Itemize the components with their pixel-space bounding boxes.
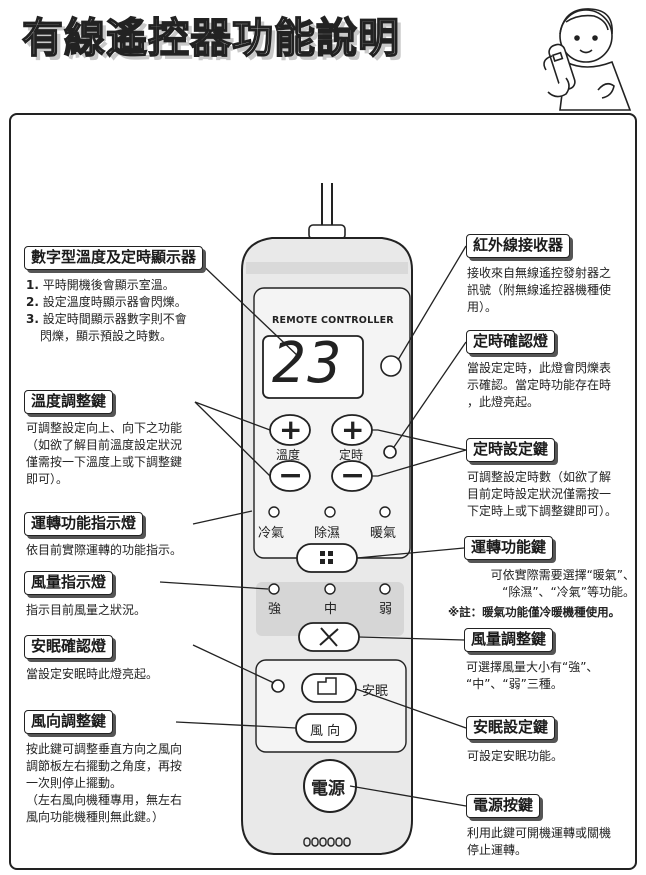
diagram-frame bbox=[9, 113, 637, 870]
fan-label-low: 弱 bbox=[379, 602, 393, 617]
callout-timer-lamp-title: 定時確認燈 bbox=[466, 330, 556, 354]
callout-ir-desc: 接收來自無線遙控發射器之 訊號（附無線遙控器機種使 用）。 bbox=[467, 266, 612, 314]
callout-swing-key-title: 風向調整鍵 bbox=[24, 710, 114, 734]
mode-label-cool: 冷氣 bbox=[258, 526, 285, 541]
fan-label-mid: 中 bbox=[324, 602, 338, 617]
temp-minus-symbol: − bbox=[278, 458, 304, 493]
lcd-digits: 23 bbox=[272, 331, 344, 396]
callout-swing-key-desc: 按此鍵可調整垂直方向之風向 調節板左右擺動之角度，再按 一次則停止擺動。 （左右… bbox=[26, 742, 183, 824]
sleep-label: 安眠 bbox=[362, 684, 389, 699]
mode-lamp-cool bbox=[268, 506, 280, 518]
callout-fan-lamp-desc: 指示目前風量之狀況。 bbox=[26, 603, 147, 617]
mascot-illustration bbox=[543, 8, 632, 111]
sleep-icon bbox=[317, 677, 337, 695]
sleep-button bbox=[301, 673, 357, 703]
callout-mode-lamp-desc: 依目前實際運轉的功能指示。 bbox=[26, 543, 183, 557]
mode-label-heat: 暖氣 bbox=[370, 526, 397, 541]
sleep-lamp bbox=[271, 679, 285, 693]
callout-display-title: 數字型溫度及定時顯示器 bbox=[24, 246, 204, 270]
callout-mode-key-desc: 可依實際需要選擇“暖氣”、 “除濕”、“冷氣”等功能。 bbox=[490, 568, 635, 599]
callout-ir-title: 紅外線接收器 bbox=[466, 234, 571, 258]
timer-plus-symbol: + bbox=[341, 413, 365, 446]
lcd-display bbox=[262, 335, 364, 399]
callout-sleep-lamp-title: 安眠確認燈 bbox=[24, 635, 114, 659]
fan-lamp-mid bbox=[324, 583, 336, 595]
callout-temp-key-desc: 可調整設定向上、向下之功能 （如欲了解目前溫度設定狀況 僅需按一下溫度上或下調整… bbox=[26, 421, 183, 486]
page-title-shadow: 有線遙控器功能說明 bbox=[26, 18, 404, 66]
callout-fan-lamp-title: 風量指示燈 bbox=[24, 571, 114, 595]
swing-label: 風 向 bbox=[310, 724, 341, 739]
power-label: 電源 bbox=[311, 779, 345, 799]
timer-lamp bbox=[383, 445, 397, 459]
callout-sleep-key-desc: 可設定安眠功能。 bbox=[467, 749, 564, 763]
callout-timer-lamp-desc: 當設定定時，此燈會閃爍表 示確認。當定時功能存在時 ，此燈亮起。 bbox=[467, 361, 612, 409]
temp-label: 溫度 bbox=[276, 448, 301, 462]
mode-lamp-dry bbox=[324, 506, 336, 518]
callout-mode-lamp-title: 運轉功能指示燈 bbox=[24, 512, 144, 536]
fan-icon bbox=[319, 627, 339, 647]
fan-lamp-low bbox=[379, 583, 391, 595]
remote-brand-text: REMOTE CONTROLLER bbox=[272, 315, 394, 326]
temp-plus-symbol: + bbox=[279, 413, 303, 446]
page-title: 有線遙控器功能說明 bbox=[21, 13, 400, 63]
callout-sleep-lamp-desc: 當設定安眠時此燈亮起。 bbox=[26, 667, 159, 681]
callout-mode-key-title: 運轉功能鍵 bbox=[464, 536, 554, 560]
mode-button bbox=[296, 543, 358, 573]
mode-lamp-heat bbox=[379, 506, 391, 518]
fan-label-high: 強 bbox=[268, 602, 282, 617]
callout-timer-key-desc: 可調整設定時數（如欲了解 目前定時設定狀況僅需按一 下定時上或下調整鍵即可）。 bbox=[467, 470, 618, 518]
timer-minus-symbol: − bbox=[340, 458, 366, 493]
callout-display-desc: 1. 平時開機後會顯示室溫。 2. 設定溫度時顯示器會閃爍。 3. 設定時間顯示… bbox=[26, 278, 187, 343]
callout-fan-key-title: 風量調整鍵 bbox=[464, 628, 554, 652]
callout-power-key-title: 電源按鍵 bbox=[466, 794, 541, 818]
timer-label: 定時 bbox=[339, 448, 364, 462]
callout-mode-key-note: ※註：暖氣功能僅冷暖機種使用。 bbox=[448, 605, 621, 619]
power-button bbox=[303, 759, 357, 813]
callout-timer-key-title: 定時設定鍵 bbox=[466, 438, 556, 462]
ir-receiver bbox=[380, 355, 402, 377]
callout-temp-key-title: 溫度調整鍵 bbox=[24, 390, 114, 414]
callout-fan-key-desc: 可選擇風量大小有“強”、 “中”、“弱”三種。 bbox=[466, 660, 599, 691]
callout-sleep-key-title: 安眠設定鍵 bbox=[466, 716, 556, 740]
mode-label-dry: 除濕 bbox=[314, 526, 341, 541]
callout-power-key-desc: 利用此鍵可開機運轉或關機 停止運轉。 bbox=[467, 826, 612, 857]
fan-lamp-high bbox=[268, 583, 280, 595]
